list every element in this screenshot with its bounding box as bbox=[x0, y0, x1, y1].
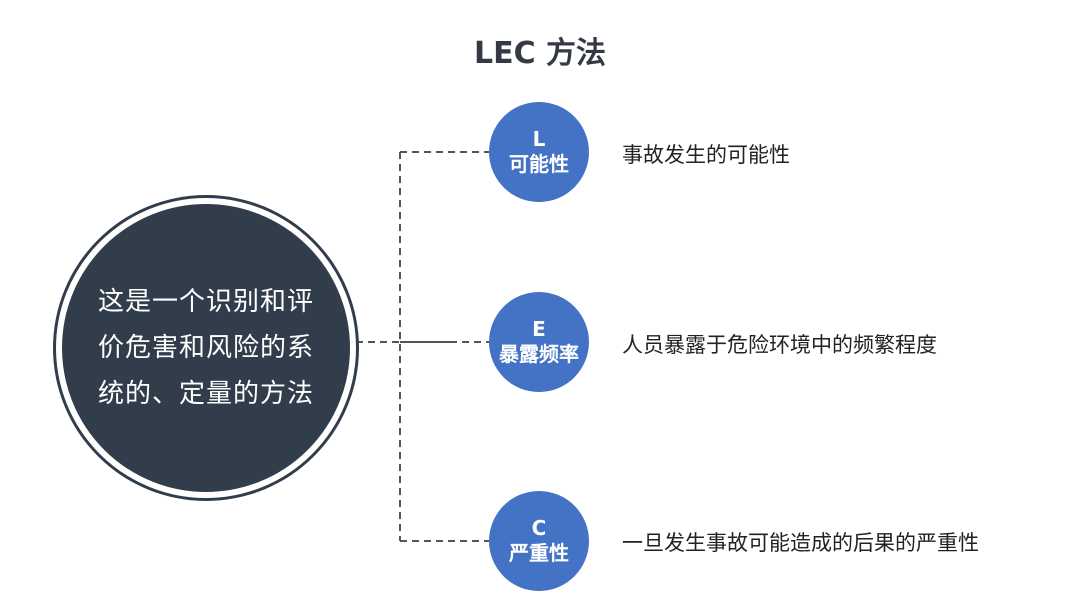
factor-l-name: 可能性 bbox=[509, 152, 569, 176]
center-concept-text: 这是一个识别和评价危害和风险的系统的、定量的方法 bbox=[97, 287, 314, 409]
factor-c-name: 严重性 bbox=[509, 541, 569, 565]
factor-c-letter: C bbox=[531, 516, 547, 540]
factor-c-node: C 严重性 bbox=[489, 491, 589, 591]
factor-l-description: 事故发生的可能性 bbox=[622, 143, 790, 167]
factor-e-name: 暴露频率 bbox=[499, 342, 579, 366]
factor-l-node: L 可能性 bbox=[489, 102, 589, 202]
factor-e-node: E 暴露频率 bbox=[489, 292, 589, 392]
center-concept-circle: 这是一个识别和评价危害和风险的系统的、定量的方法 bbox=[56, 198, 356, 498]
factor-e-description: 人员暴露于危险环境中的频繁程度 bbox=[622, 333, 937, 357]
factor-e-letter: E bbox=[532, 317, 546, 341]
factor-l-letter: L bbox=[532, 127, 546, 151]
diagram-title: LEC 方法 bbox=[473, 36, 607, 71]
factor-c-description: 一旦发生事故可能造成的后果的严重性 bbox=[622, 531, 979, 555]
